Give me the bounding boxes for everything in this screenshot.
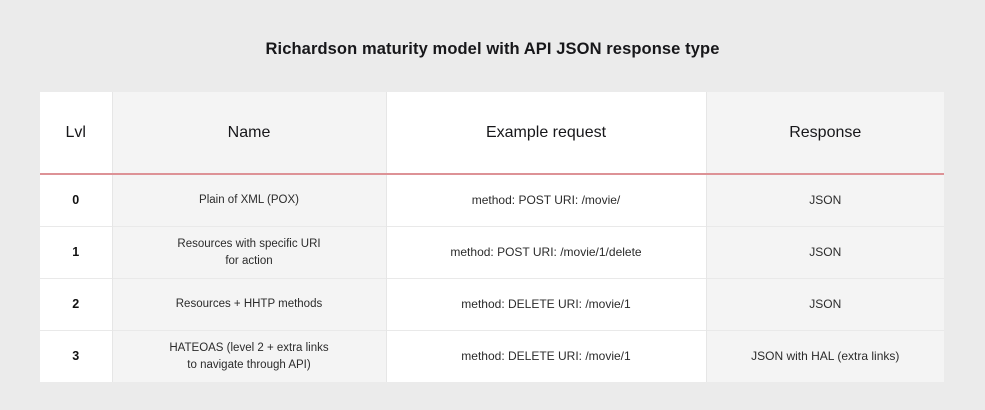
cell-lvl: 0: [40, 174, 112, 227]
cell-response: JSON with HAL (extra links): [705, 330, 944, 382]
cell-lvl: 1: [40, 226, 112, 279]
cell-response: JSON: [705, 174, 944, 227]
table-row: 0 Plain of XML (POX) method: POST URI: /…: [40, 174, 944, 227]
cell-example: method: POST URI: /movie/: [385, 174, 706, 227]
richardson-maturity-table: Lvl Name Example request Response 0 Plai…: [40, 92, 944, 382]
cell-response: JSON: [705, 226, 944, 279]
page-title: Richardson maturity model with API JSON …: [265, 40, 720, 58]
cell-name-line-1: Resources + HHTP methods: [175, 298, 323, 311]
table-header-row: Lvl Name Example request Response: [40, 92, 944, 175]
cell-example: method: DELETE URI: /movie/1: [385, 278, 706, 331]
cell-name: HATEOAS (level 2 + extra links to naviga…: [111, 330, 386, 382]
cell-name: Resources with specific URI for action: [111, 226, 386, 279]
column-header-example: Example request: [385, 92, 706, 175]
cell-name: Plain of XML (POX): [111, 174, 386, 227]
column-header-response: Response: [705, 92, 944, 175]
cell-name-line-2: for action: [225, 254, 273, 267]
table-row: 1 Resources with specific URI for action…: [40, 226, 944, 279]
cell-lvl: 3: [40, 330, 112, 382]
cell-response: JSON: [705, 278, 944, 331]
cell-example: method: POST URI: /movie/1/delete: [385, 226, 706, 279]
column-header-name: Name: [111, 92, 386, 175]
cell-example: method: DELETE URI: /movie/1: [385, 330, 706, 382]
table-row: 2 Resources + HHTP methods method: DELET…: [40, 278, 944, 331]
table-row: 3 HATEOAS (level 2 + extra links to navi…: [40, 330, 944, 382]
cell-lvl: 2: [40, 278, 112, 331]
cell-name-line-1: Resources with specific URI: [177, 237, 321, 250]
column-header-lvl: Lvl: [40, 92, 112, 175]
table-body: 0 Plain of XML (POX) method: POST URI: /…: [40, 174, 944, 382]
cell-name: Resources + HHTP methods: [111, 278, 386, 331]
cell-name-line-1: Plain of XML (POX): [199, 194, 299, 207]
cell-name-line-2: to navigate through API): [187, 358, 311, 371]
cell-name-line-1: HATEOAS (level 2 + extra links: [169, 341, 329, 354]
